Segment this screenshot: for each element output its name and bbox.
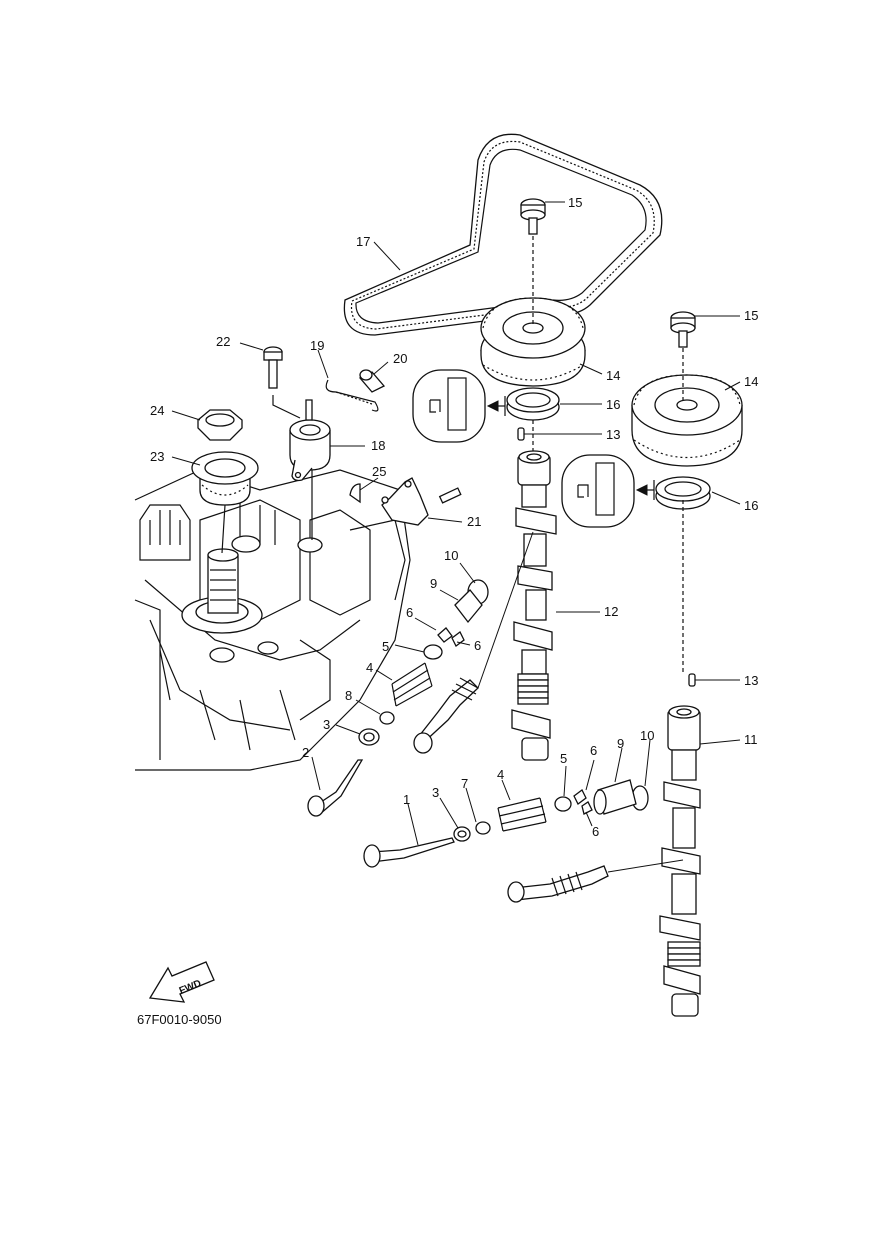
pulley-bolt-right[interactable]: [670, 311, 696, 400]
valve-stem-seal-right[interactable]: [475, 821, 491, 835]
valve-stem-seal[interactable]: [379, 711, 395, 725]
oil-seal-left[interactable]: [506, 387, 560, 421]
callout-14: 14: [744, 374, 758, 389]
callout-8: 8: [345, 688, 352, 703]
callout-13: 13: [744, 673, 758, 688]
diagram-code: 67F0010-9050: [137, 1012, 222, 1027]
valve-lifter-shim[interactable]: [454, 589, 483, 624]
callout-20: 20: [393, 351, 407, 366]
camshaft-pulley-right[interactable]: [631, 374, 743, 467]
tensioner-spring[interactable]: [325, 379, 379, 412]
callout-11: 11: [744, 732, 758, 747]
camshaft-exhaust[interactable]: [511, 420, 557, 761]
callout-numbers: 17 15 15 14 14 16 16 13 13 22 19 20 24 1…: [150, 195, 758, 839]
camshaft-journal-rings: [667, 941, 701, 967]
callout-15: 15: [744, 308, 758, 323]
woodruff-key[interactable]: [349, 483, 361, 504]
callout-5: 5: [560, 751, 567, 766]
callout-14: 14: [606, 368, 620, 383]
valve-assembly-left: [413, 677, 479, 754]
valve-spring-left[interactable]: [391, 662, 433, 707]
callout-25: 25: [372, 464, 386, 479]
callout-3: 3: [323, 717, 330, 732]
callout-15: 15: [568, 195, 582, 210]
callout-10: 10: [640, 728, 654, 743]
crankshaft-nut[interactable]: [197, 409, 243, 441]
callout-7: 7: [461, 776, 468, 791]
valve-retainer-right[interactable]: [554, 796, 572, 812]
dowel-pin-left[interactable]: [517, 427, 525, 441]
valve-spring-seat-left[interactable]: [358, 728, 380, 746]
callout-17: 17: [356, 234, 370, 249]
callout-16: 16: [606, 397, 620, 412]
callout-21: 21: [467, 514, 481, 529]
valve-cotter-left[interactable]: [437, 627, 465, 647]
callout-2: 2: [302, 745, 309, 760]
callout-18: 18: [371, 438, 385, 453]
oil-seal-detail-left: [412, 369, 506, 443]
callout-19: 19: [310, 338, 324, 353]
intake-valve[interactable]: [363, 837, 455, 868]
exhaust-valve[interactable]: [307, 759, 364, 817]
callout-24: 24: [150, 403, 164, 418]
callout-12: 12: [604, 604, 618, 619]
oil-seal-detail-right: [561, 454, 655, 528]
callout-6: 6: [474, 638, 481, 653]
drive-sprocket[interactable]: [191, 451, 259, 554]
valve-assembly-right: [507, 865, 609, 903]
tensioner-bracket[interactable]: [381, 477, 462, 526]
valve-spring-seat-right[interactable]: [453, 826, 471, 842]
callout-4: 4: [366, 660, 373, 675]
callout-22: 22: [216, 334, 230, 349]
callout-6: 6: [592, 824, 599, 839]
callout-16: 16: [744, 498, 758, 513]
camshaft-pulley-left[interactable]: [480, 297, 586, 387]
camshaft-intake[interactable]: [659, 500, 701, 1017]
callout-1: 1: [403, 792, 410, 807]
callout-13: 13: [606, 427, 620, 442]
dowel-pin-right[interactable]: [688, 673, 696, 687]
spring-sleeve[interactable]: [358, 369, 386, 393]
callout-9: 9: [430, 576, 437, 591]
valve-retainer-left[interactable]: [423, 644, 443, 660]
tensioner-bolt[interactable]: [263, 346, 301, 419]
valve-lifter-intake[interactable]: [593, 779, 637, 815]
forward-direction-arrow: FWD: [148, 961, 215, 1003]
callout-23: 23: [150, 449, 164, 464]
cylinder-head[interactable]: [134, 469, 411, 771]
valve-cotter-right[interactable]: [573, 789, 593, 815]
callout-3: 3: [432, 785, 439, 800]
callout-5: 5: [382, 639, 389, 654]
oil-seal-right[interactable]: [655, 476, 711, 510]
leader-lines: [171, 201, 741, 873]
callout-9: 9: [617, 736, 624, 751]
callout-6: 6: [406, 605, 413, 620]
camshaft-journal-rings: [517, 673, 549, 705]
valve-spring-right[interactable]: [497, 797, 547, 832]
timing-belt[interactable]: [343, 133, 663, 336]
callout-4: 4: [497, 767, 504, 782]
callout-6: 6: [590, 743, 597, 758]
pulley-bolt-upper[interactable]: [520, 198, 546, 325]
belt-tensioner[interactable]: [289, 399, 331, 540]
callout-10: 10: [444, 548, 458, 563]
